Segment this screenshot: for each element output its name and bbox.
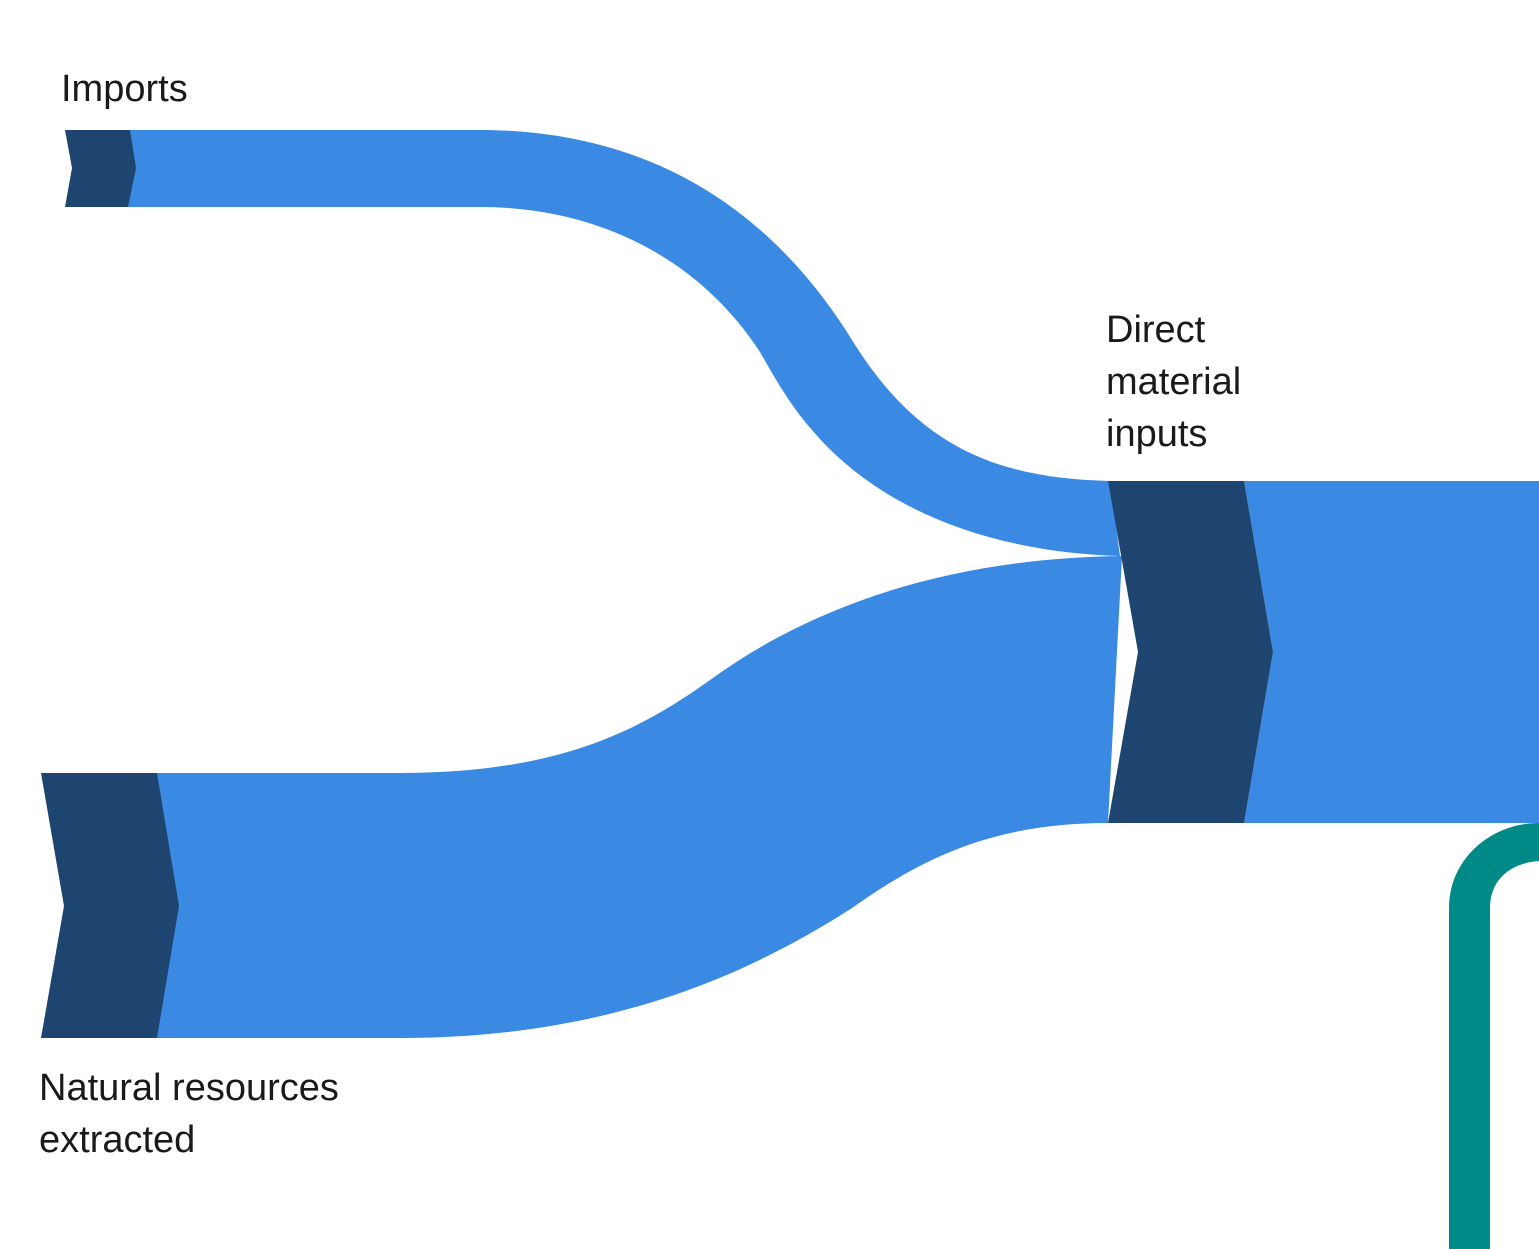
label-natural-line-2: extracted	[39, 1119, 196, 1161]
flow-outgoing-teal	[1449, 823, 1539, 1249]
label-direct-line-3: inputs	[1106, 413, 1208, 455]
label-direct-line-2: material	[1106, 361, 1242, 403]
label-imports: Imports	[61, 63, 188, 115]
label-natural-resources-extracted: Natural resources extracted	[39, 1062, 339, 1166]
label-natural-line-1: Natural resources	[39, 1067, 339, 1109]
node-imports	[65, 130, 136, 207]
node-direct-material-inputs	[1108, 481, 1273, 823]
label-imports-line-1: Imports	[61, 68, 188, 110]
label-direct-material-inputs: Direct material inputs	[1106, 304, 1241, 460]
label-direct-line-1: Direct	[1106, 309, 1206, 351]
flow-imports-to-direct-material-inputs	[128, 130, 1120, 556]
flow-direct-material-inputs-onward	[1244, 481, 1539, 823]
node-natural-resources-extracted	[41, 773, 179, 1038]
flow-natural-resources-to-direct-material-inputs	[157, 556, 1122, 1038]
